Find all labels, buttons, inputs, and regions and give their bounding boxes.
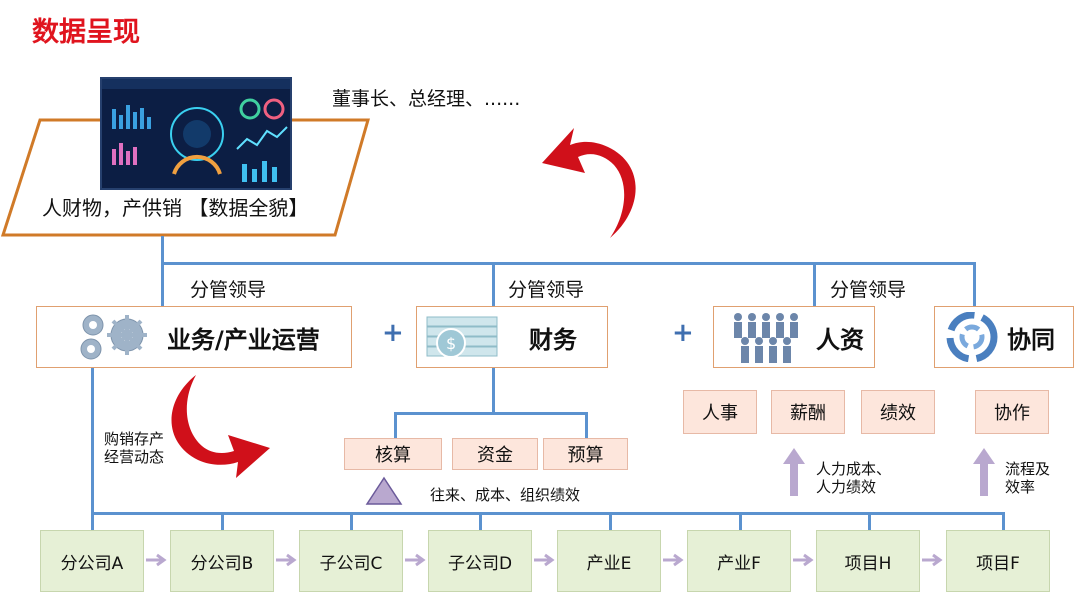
connector-line — [161, 236, 164, 306]
hr-item: 绩效 — [861, 390, 935, 434]
connector-line — [394, 412, 397, 438]
right-arrow-icon — [663, 553, 684, 567]
connector-line — [492, 262, 495, 306]
dept-finance: $ 财务 — [416, 306, 608, 368]
unit-box: 项目F — [946, 530, 1050, 592]
branch-label: 分管领导 — [508, 279, 585, 301]
dept-name: 业务/产业运营 — [167, 325, 320, 354]
hr-item: 人事 — [683, 390, 757, 434]
svg-text:$: $ — [446, 334, 456, 353]
up-arrow-icon — [783, 448, 805, 496]
gears-icon — [80, 314, 147, 360]
finance-item: 预算 — [543, 438, 628, 470]
unit-box: 分公司B — [170, 530, 274, 592]
dept-hr: 人资 — [713, 306, 875, 368]
connector-line — [221, 512, 224, 530]
connector-line — [868, 512, 871, 530]
dashboard-screen-graphics — [102, 79, 290, 182]
unit-box: 分公司A — [40, 530, 144, 592]
unit-box: 子公司D — [428, 530, 532, 592]
dashboard-caption: 人财物，产供销 【数据全貌】 — [42, 196, 309, 220]
finance-note: 往来、成本、组织绩效 — [430, 486, 581, 504]
connector-line — [609, 512, 612, 530]
operations-note: 购销存产 经营动态 — [104, 430, 165, 466]
right-arrow-icon — [405, 553, 426, 567]
curved-arrow-down-icon — [171, 375, 270, 478]
finance-item: 资金 — [452, 438, 538, 470]
branch-label: 分管领导 — [830, 279, 907, 301]
plus-sign: + — [382, 318, 404, 348]
connector-line — [91, 512, 1005, 515]
connector-line — [350, 512, 353, 530]
connector-line — [91, 512, 94, 530]
connector-line — [91, 368, 94, 514]
up-arrow-icon — [973, 448, 995, 496]
collab-item: 协作 — [975, 390, 1049, 434]
curved-arrow-up-icon — [542, 128, 636, 238]
unit-box: 项目H — [816, 530, 920, 592]
unit-box: 产业F — [687, 530, 791, 592]
dept-name: 协同 — [1007, 325, 1055, 354]
plus-sign: + — [672, 318, 694, 348]
unit-box: 产业E — [557, 530, 661, 592]
coins-icon: $ — [426, 316, 498, 358]
page-title: 数据呈现 — [32, 17, 140, 48]
people-icon — [734, 313, 798, 363]
unit-box: 子公司C — [299, 530, 403, 592]
hr-note: 人力成本、 人力绩效 — [816, 460, 892, 496]
dept-name: 人资 — [816, 325, 864, 354]
right-arrow-icon — [534, 553, 555, 567]
dept-collab: 协同 — [934, 306, 1074, 368]
connector-line — [739, 512, 742, 530]
connector-line — [1002, 512, 1005, 530]
right-arrow-icon — [146, 553, 167, 567]
connector-line — [394, 412, 586, 415]
connector-line — [492, 368, 495, 414]
right-arrow-icon — [276, 553, 297, 567]
right-arrow-icon — [793, 553, 814, 567]
swirl-logo-icon — [946, 312, 998, 362]
dashboard-screen — [100, 77, 292, 190]
dept-operations: 业务/产业运营 — [36, 306, 352, 368]
branch-label: 分管领导 — [190, 279, 267, 301]
triangle-icon — [365, 476, 403, 505]
audience-label: 董事长、总经理、...... — [332, 88, 521, 110]
connector-line — [479, 512, 482, 530]
finance-item: 核算 — [344, 438, 442, 470]
connector-line — [813, 262, 816, 306]
connector-line — [161, 262, 976, 265]
connector-line — [585, 412, 588, 438]
hr-item: 薪酬 — [771, 390, 845, 434]
collab-note: 流程及 效率 — [1005, 460, 1051, 496]
connector-line — [973, 262, 976, 306]
right-arrow-icon — [922, 553, 943, 567]
dept-name: 财务 — [529, 325, 577, 354]
